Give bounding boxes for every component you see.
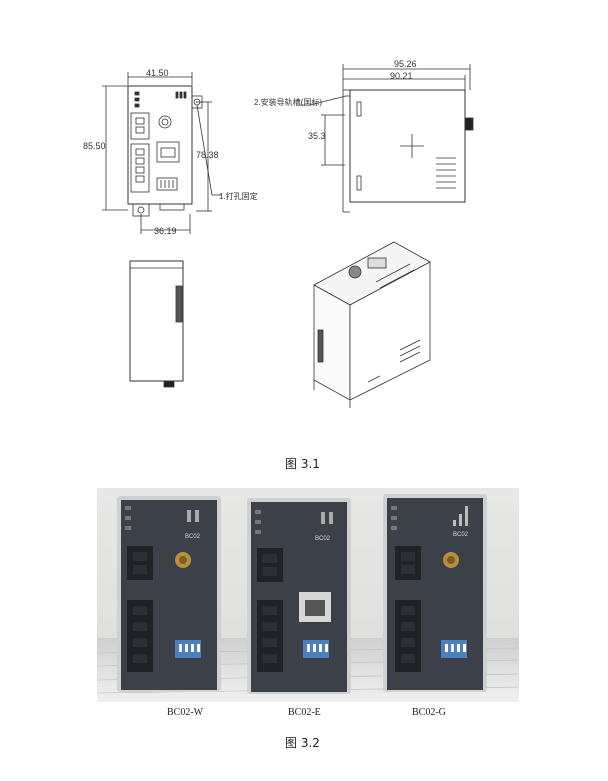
dim-side-total: 95.26 xyxy=(394,59,417,69)
device-label-1: BC02 xyxy=(185,534,201,540)
model-bc02-e: BC02-E xyxy=(288,707,321,718)
note-hole: 1.打孔固定 xyxy=(219,192,258,201)
dim-hole-spacing: 78.38 xyxy=(196,150,219,160)
front-view xyxy=(102,72,222,234)
device-bc02-w xyxy=(117,496,221,692)
device-bc02-g xyxy=(383,494,487,692)
technical-drawing xyxy=(102,64,474,408)
dim-front-width: 41.50 xyxy=(146,68,169,78)
device-photo: BC02 BC02 BC02 xyxy=(97,488,519,702)
device-label-2: BC02 xyxy=(315,536,331,542)
dim-side-inner: 90.21 xyxy=(390,71,413,81)
dim-rail-depth: 35.3 xyxy=(308,131,326,141)
device-bc02-e xyxy=(247,498,351,694)
figure-3-2-caption: 图 3.2 xyxy=(285,736,320,750)
model-bc02-g: BC02-G xyxy=(412,707,446,718)
side-view xyxy=(300,64,474,213)
back-view xyxy=(129,260,184,388)
figure-3-1-caption: 图 3.1 xyxy=(285,457,320,471)
isometric-view xyxy=(313,241,431,408)
device-label-3: BC02 xyxy=(453,532,469,538)
note-rail: 2.安装导轨槽(国标) xyxy=(254,98,322,107)
dim-bottom-width: 36.19 xyxy=(154,226,177,236)
model-bc02-w: BC02-W xyxy=(167,707,204,718)
dim-front-height: 85.50 xyxy=(83,141,106,151)
